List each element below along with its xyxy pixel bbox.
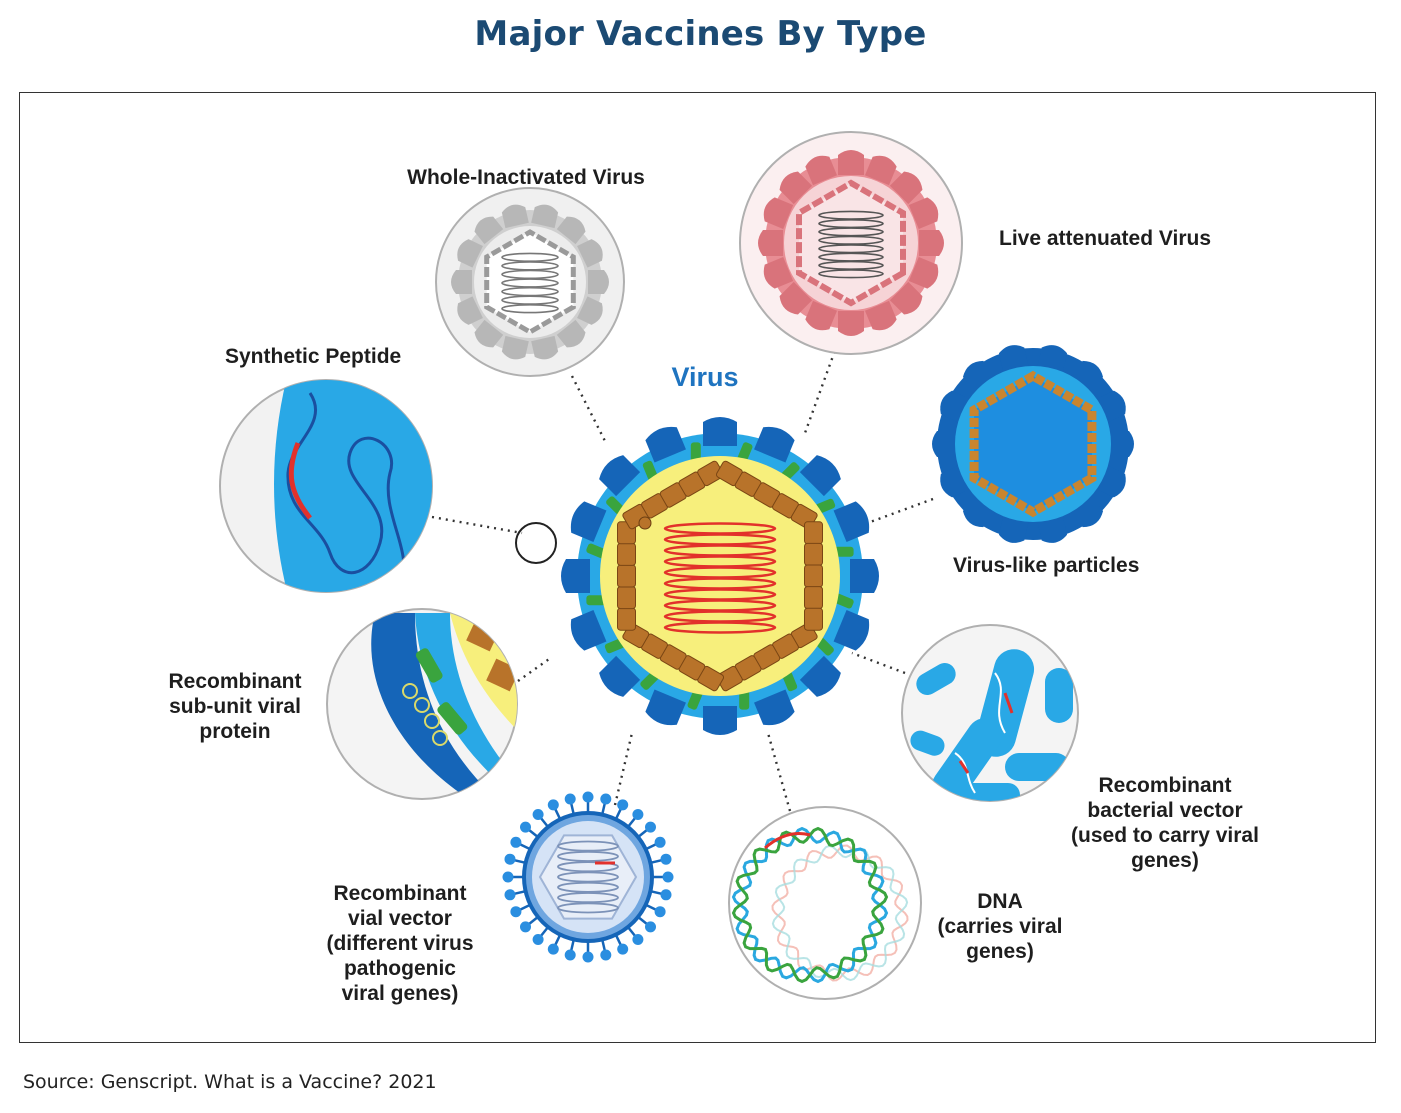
recombinant-viral-vector-icon bbox=[502, 791, 674, 963]
label-virus-like-particles: Virus-like particles bbox=[953, 554, 1140, 577]
label-live-attenuated: Live attenuated Virus bbox=[999, 227, 1212, 250]
connector-live-attenuated bbox=[803, 344, 839, 434]
central-virus bbox=[515, 417, 879, 735]
label-recombinant-bacterial: Recombinant bacterial vector (used to ca… bbox=[1071, 774, 1259, 872]
connector-virus-like bbox=[861, 497, 934, 527]
connector-recombinant-subunit bbox=[517, 656, 553, 682]
label-virus: Virus bbox=[671, 362, 739, 392]
dna-icon bbox=[728, 806, 922, 1000]
label-synthetic-peptide: Synthetic Peptide bbox=[225, 345, 402, 368]
page-title: Major Vaccines By Type bbox=[474, 14, 927, 54]
label-recombinant-subunit: Recombinant sub-unit viral protein bbox=[168, 670, 302, 743]
connector-whole-inactivated bbox=[570, 375, 608, 444]
connector-viral-vector bbox=[613, 732, 634, 806]
vaccine-diagram bbox=[219, 131, 1134, 1000]
recombinant-subunit-icon bbox=[326, 608, 518, 800]
synthetic-peptide-icon bbox=[219, 379, 433, 593]
connector-dna bbox=[766, 732, 792, 812]
label-recombinant-viral-vector: Recombinant vial vector (different virus… bbox=[326, 882, 474, 1005]
connectors bbox=[431, 344, 934, 812]
virus-like-particles-icon bbox=[932, 345, 1134, 543]
label-whole-inactivated: Whole-Inactivated Virus bbox=[407, 166, 645, 189]
diagram-frame: Whole-Inactivated Virus Live attenuated … bbox=[19, 92, 1376, 1043]
whole-inactivated-virus-icon bbox=[435, 187, 625, 377]
connector-synthetic-peptide bbox=[431, 515, 523, 535]
live-attenuated-virus-icon bbox=[739, 131, 963, 355]
connector-bacterial bbox=[851, 651, 906, 675]
label-dna: DNA (carries viral genes) bbox=[937, 890, 1063, 963]
recombinant-bacterial-vector-icon bbox=[901, 624, 1079, 802]
source-citation: Source: Genscript. What is a Vaccine? 20… bbox=[23, 1071, 437, 1093]
